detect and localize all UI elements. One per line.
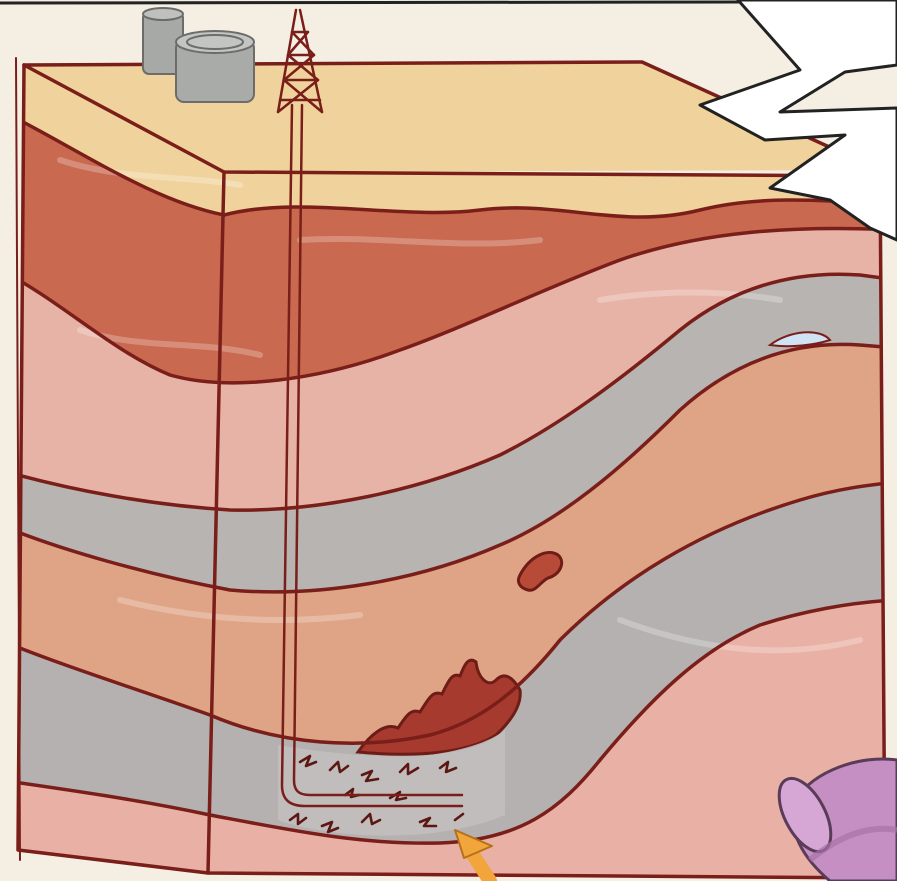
sketch-top-border [0, 2, 740, 3]
